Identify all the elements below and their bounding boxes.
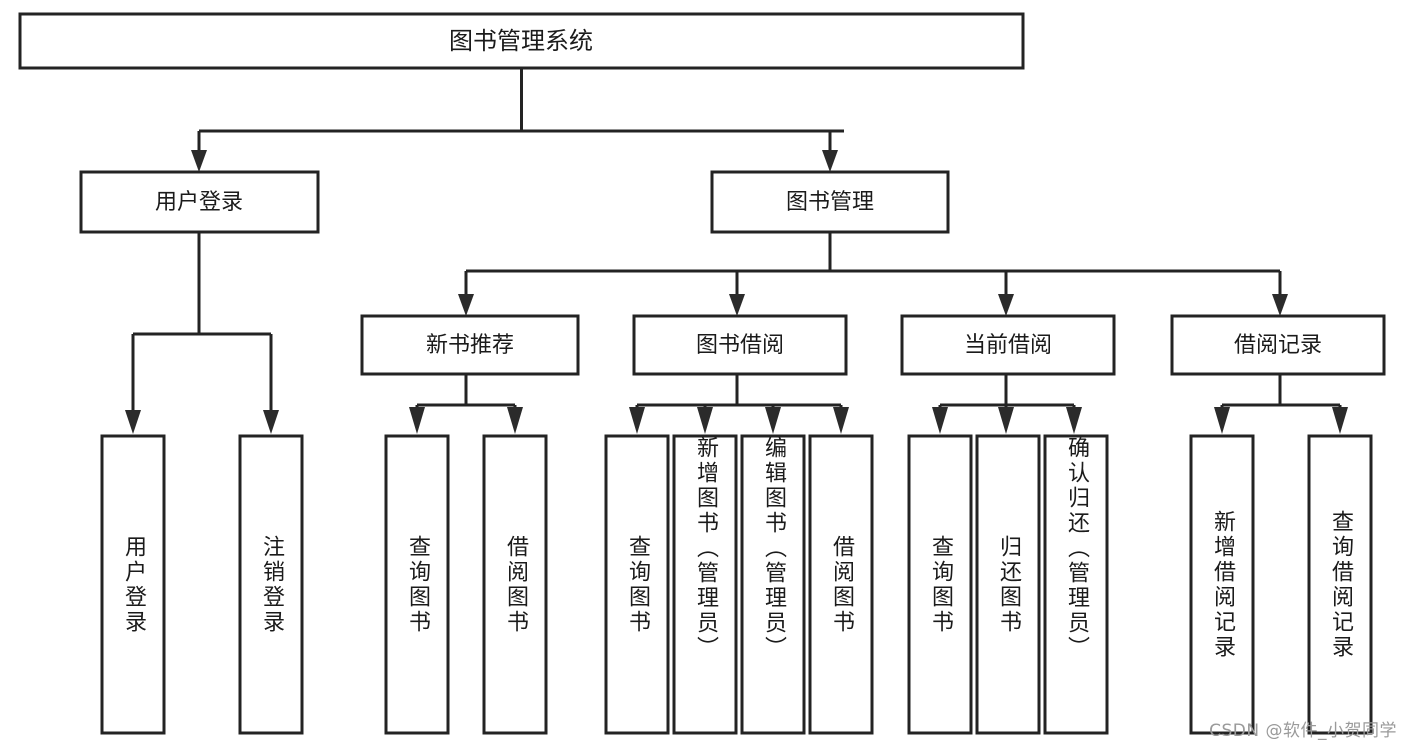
leaf-box-book-borrow-2[interactable] (740, 434, 806, 735)
leaf-box-current-borrow-0[interactable] (907, 434, 973, 735)
arrow-bookborrow-leaf-1 (629, 407, 645, 434)
arrow-userlogin-leaf-2 (263, 410, 279, 434)
leaf-box-new-book-0[interactable] (384, 434, 450, 735)
arrow-borrowrecord-leaf-2 (1332, 407, 1348, 434)
leaf-box-book-borrow-0[interactable] (604, 434, 670, 735)
leaf-box-book-borrow-3[interactable] (808, 434, 874, 735)
arrow-borrowrecord-leaf-1 (1214, 407, 1230, 434)
arrow-newbook-leaf-1 (409, 407, 425, 434)
arrow-bookmgmt-to-current (998, 294, 1014, 316)
node-book-mgmt-box[interactable] (710, 170, 950, 234)
leaf-box-current-borrow-2[interactable] (1043, 434, 1109, 735)
arrow-newbook-leaf-2 (507, 407, 523, 434)
arrow-currentborrow-leaf-1 (932, 407, 948, 434)
arrow-currentborrow-leaf-2 (998, 407, 1014, 434)
node-current-borrow-box[interactable] (900, 314, 1116, 376)
node-book-mgmt-label: 图书管理 (786, 190, 874, 215)
node-root-label: 图书管理系统 (449, 27, 593, 55)
arrow-root-to-book-mgmt (822, 150, 838, 172)
arrow-bookborrow-leaf-2 (697, 407, 713, 434)
connectors-group (125, 68, 1348, 434)
arrow-bookmgmt-to-record (1272, 294, 1288, 316)
arrow-bookmgmt-to-newbook (458, 294, 474, 316)
leaf-box-book-borrow-1[interactable] (672, 434, 738, 735)
arrow-bookborrow-leaf-3 (765, 407, 781, 434)
node-borrow-record-label: 借阅记录 (1234, 333, 1322, 358)
leaf-box-new-book-1[interactable] (482, 434, 548, 735)
leaf-box-current-borrow-1[interactable] (975, 434, 1041, 735)
nodes-group: 图书管理系统 用户登录 图书管理 新书推荐 图书借阅 当前借阅 借阅记录 (18, 12, 1386, 735)
node-new-book-recommend-label: 新书推荐 (426, 333, 514, 358)
node-new-book-recommend-box[interactable] (360, 314, 580, 376)
node-user-login-label: 用户登录 (155, 190, 243, 215)
leaf-box-user-login-1[interactable] (238, 434, 304, 735)
leaf-box-borrow-record-1[interactable] (1307, 434, 1373, 735)
node-user-login-box[interactable] (79, 170, 320, 234)
watermark-text: CSDN @软件_小贺同学 (1209, 721, 1397, 741)
node-book-borrow-box[interactable] (632, 314, 848, 376)
node-current-borrow-label: 当前借阅 (964, 333, 1052, 358)
arrow-bookmgmt-to-borrow (729, 294, 745, 316)
node-book-borrow-label: 图书借阅 (696, 333, 784, 358)
node-root-box[interactable] (18, 12, 1025, 70)
node-borrow-record-box[interactable] (1170, 314, 1386, 376)
arrow-userlogin-leaf-1 (125, 410, 141, 434)
arrow-bookborrow-leaf-4 (833, 407, 849, 434)
leaf-box-borrow-record-0[interactable] (1189, 434, 1255, 735)
leaf-box-user-login-0[interactable] (100, 434, 166, 735)
arrow-currentborrow-leaf-3 (1066, 407, 1082, 434)
arrow-root-to-user-login (191, 150, 207, 172)
